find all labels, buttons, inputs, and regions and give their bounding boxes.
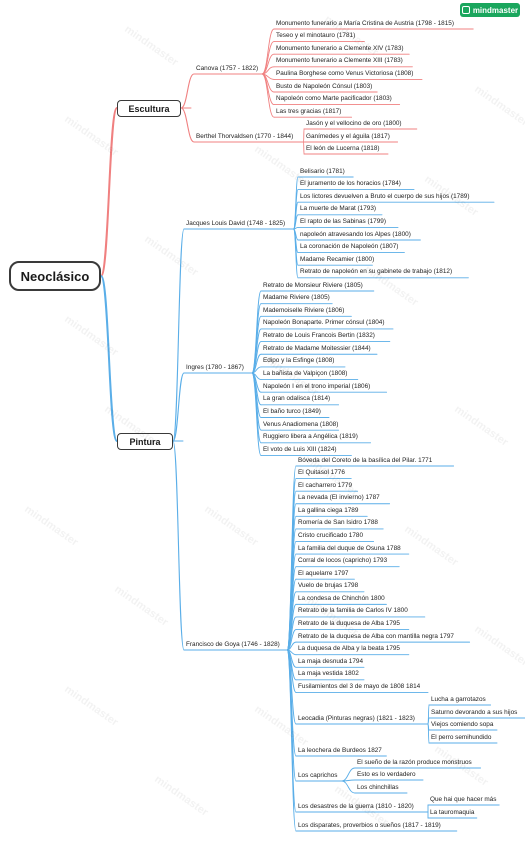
canova-item-link (261, 73, 275, 118)
subtopic-leocadia[interactable]: Leocadia (Pinturas negras) (1821 - 1823) (298, 714, 415, 722)
subtopic-david[interactable]: Jacques Louis David (1748 - 1825) (186, 219, 286, 227)
subtopic-ingres[interactable]: Ingres (1780 - 1867) (186, 363, 244, 371)
ingres-item-napoleon-bonaparte-primer-consul-1804[interactable]: Napoleón Bonaparte. Primer cónsul (1804) (263, 319, 385, 327)
link-escultura-canova (180, 73, 195, 109)
leocadia-item-saturno-devorando-a-sus-hijos[interactable]: Saturno devorando a sus hijos (431, 708, 518, 716)
canova-item-napoleon-como-marte-pacificador-1803[interactable]: Napoleón como Marte pacificador (1803) (276, 95, 392, 103)
goya-item-retrato-de-la-duquesa-de-alba-con-mantil[interactable]: Retrato de la duquesa de Alba con mantil… (298, 632, 454, 640)
goya-item-la-maja-desnuda-1794[interactable]: La maja desnuda 1794 (298, 657, 364, 665)
goya-item-retrato-de-la-familia-de-carlos-iv-1800[interactable]: Retrato de la familia de Carlos IV 1800 (298, 607, 408, 615)
canova-item-monumento-funerario-a-clemente-xiii-1783[interactable]: Monumento funerario a Clemente XIII (178… (276, 57, 403, 65)
ingres-item-ruggiero-libera-a-angelica-1819[interactable]: Ruggiero libera a Angélica (1819) (263, 433, 358, 441)
goya-item-fusilamientos-del-3-de-mayo-de-1808-1814[interactable]: Fusilamientos del 3 de mayo de 1808 1814 (298, 682, 421, 690)
goya-item-la-maja-vestida-1802[interactable]: La maja vestida 1802 (298, 670, 359, 678)
david-item-napoleon-atravesando-los-alpes-1800[interactable]: napoleón atravesando los Alpes (1800) (300, 230, 411, 238)
canova-item-link (261, 73, 275, 106)
ingres-item-retrato-de-louis-francois-bertin-1832[interactable]: Retrato de Louis Francois Bertin (1832) (263, 332, 375, 340)
david-item-belisario-1781[interactable]: Belisario (1781) (300, 167, 345, 175)
ingres-item-retrato-de-madame-moitessier-1844[interactable]: Retrato de Madame Moitessier (1844) (263, 344, 371, 352)
canova-item-paulina-borghese-como-venus-victoriosa-1[interactable]: Paulina Borghese como Venus Victoriosa (… (276, 69, 414, 77)
ingres-item-el-bano-turco-1849[interactable]: El baño turco (1849) (263, 408, 321, 415)
ingres-item-mademoiselle-riviere-1806[interactable]: Mademoiselle Riviere (1806) (263, 306, 345, 314)
ingres-item-edipo-y-la-esfinge-1808[interactable]: Edipo y la Esfinge (1808) (263, 357, 335, 365)
goya-item-la-condesa-de-chinchon-1800[interactable]: La condesa de Chinchón 1800 (298, 594, 385, 602)
mindmaster-logo-icon (461, 6, 470, 14)
ingres-item-madame-riviere-1805[interactable]: Madame Riviere (1805) (263, 294, 330, 302)
ingres-item-la-banista-de-valpicon-1808[interactable]: La bañista de Valpiçon (1808) (263, 370, 348, 378)
david-item-la-muerte-de-marat-1793[interactable]: La muerte de Marat (1793) (300, 205, 377, 213)
goya-item-romeria-de-san-isidro-1788[interactable]: Romería de San Isidro 1788 (298, 519, 378, 527)
subtopic-desastres[interactable]: Los desastres de la guerra (1810 - 1820) (298, 802, 414, 810)
canova-item-busto-de-napoleon-consul-1803[interactable]: Busto de Napoleón Cónsul (1803) (276, 82, 373, 90)
david-item-la-coronacion-de-napoleon-1807[interactable]: La coronación de Napoleón (1807) (300, 243, 399, 251)
goya-item-disparates-link (286, 649, 297, 832)
canova-item-link (261, 41, 275, 75)
ingres-item-el-voto-de-luis-xiii-1824[interactable]: El voto de Luis XIII (1824) (263, 445, 337, 453)
caprichos-item-link (341, 767, 356, 782)
goya-item-vuelo-de-brujas-1798[interactable]: Vuelo de brujas 1798 (298, 582, 359, 590)
ingres-item-retrato-de-monsieur-riviere-1805[interactable]: Retrato de Monsieur Riviere (1805) (263, 281, 363, 289)
subtopic-goya[interactable]: Francisco de Goya (1746 - 1828) (186, 640, 280, 648)
david-item-retrato-de-napoleon-en-su-gabinete-de-tr[interactable]: Retrato de napoleón en su gabinete de tr… (300, 268, 453, 276)
root-topic[interactable]: Neoclásico (9, 261, 101, 291)
david-item-el-rapto-de-las-sabinas-1799[interactable]: El rapto de las Sabinas (1799) (300, 217, 386, 225)
leocadia-item-link (427, 723, 430, 744)
topic-escultura[interactable]: Escultura (117, 100, 181, 117)
caprichos-item-link (341, 780, 356, 794)
brand-label: mindmaster (472, 5, 519, 15)
david-item-el-juramento-de-los-horacios-1784[interactable]: El juramento de los horacios (1784) (300, 180, 401, 188)
caprichos-item-los-chinchillas[interactable]: Los chinchillas (357, 783, 399, 791)
canova-item-monumento-funerario-a-clemente-xiv-1783[interactable]: Monumento funerario a Clemente XIV (1783… (276, 44, 404, 52)
canova-item-monumento-funerario-a-maria-cristina-de-[interactable]: Monumento funerario a María Cristina de … (276, 19, 454, 27)
david-item-madame-recamier-1800[interactable]: Madame Recamier (1800) (300, 255, 375, 263)
ingres-item-la-gran-odalisca-1814[interactable]: La gran odalisca (1814) (263, 395, 331, 403)
subtopic-thorvaldsen[interactable]: Berthel Thorvaldsen (1770 - 1844) (196, 132, 294, 140)
mindmaster-badge: mindmaster (460, 3, 520, 17)
goya-item-la-familia-del-duque-de-osuna-1788[interactable]: La familia del duque de Osuna 1788 (298, 544, 401, 552)
caprichos-item-esto-es-lo-verdadero[interactable]: Esto es lo verdadero (357, 770, 416, 778)
goya-item-disparates[interactable]: Los disparates, proverbios o sueños (181… (298, 821, 441, 829)
link-pintura-ingres (172, 372, 185, 442)
subtopic-canova[interactable]: Canova (1757 - 1822) (196, 64, 259, 72)
link-pintura-david (172, 228, 185, 442)
ingres-item-venus-anadiomena-1808[interactable]: Venus Anadiomena (1808) (263, 420, 339, 428)
leocadia-item-lucha-a-garrotazos[interactable]: Lucha a garrotazos (431, 695, 486, 703)
leocadia-item-viejos-comiendo-sopa[interactable]: Viejos comiendo sopa (431, 720, 494, 728)
subtopic-caprichos[interactable]: Los caprichos (298, 771, 338, 779)
canova-item-teseo-y-el-minotauro-1781[interactable]: Teseo y el minotauro (1781) (276, 32, 356, 40)
thorvaldsen-item-el-leon-de-lucerna-1818[interactable]: El león de Lucerna (1818) (306, 144, 380, 152)
thorvaldsen-item-jason-y-el-vellocino-de-oro-1800[interactable]: Jasón y el vellocino de oro (1800) (306, 119, 402, 127)
goya-item-el-cacharrero-1779[interactable]: El cacharrero 1779 (298, 481, 352, 489)
goya-item-retrato-de-la-duquesa-de-alba-1795[interactable]: Retrato de la duquesa de Alba 1795 (298, 620, 400, 628)
goya-item-el-quitasol-1776[interactable]: El Quitasol 1776 (298, 469, 345, 477)
goya-item-corral-de-locos-capricho-1793[interactable]: Corral de locos (capricho) 1793 (298, 557, 388, 565)
link-pintura-goya (172, 440, 185, 651)
goya-item-la-nevada-el-invierno-1787[interactable]: La nevada (El invierno) 1787 (298, 494, 380, 502)
goya-item-leochera[interactable]: La leochera de Burdeos 1827 (298, 746, 382, 754)
david-item-los-lictores-devuelven-a-bruto-el-cuerpo[interactable]: Los lictores devuelven a Bruto el cuerpo… (300, 192, 470, 200)
goya-item-el-aquelarre-1797[interactable]: El aquelarre 1797 (298, 569, 349, 577)
ingres-item-napoleon-i-en-el-trono-imperial-1806[interactable]: Napoleón I en el trono imperial (1806) (263, 382, 371, 390)
canova-item-las-tres-gracias-1817[interactable]: Las tres gracias (1817) (276, 107, 342, 115)
link-root-escultura (100, 107, 118, 277)
caprichos-item-el-sueno-de-la-razon-produce-monstruos[interactable]: El sueño de la razón produce monstruos (357, 758, 472, 766)
link-escultura-thorvaldsen (180, 107, 195, 143)
thorvaldsen-item-ganimedes-y-el-aguila-1817[interactable]: Ganímedes y el águila (1817) (306, 132, 390, 140)
goya-item-cristo-crucificado-1780[interactable]: Cristo crucificado 1780 (298, 531, 364, 539)
goya-item-la-gallina-ciega-1789[interactable]: La gallina ciega 1789 (298, 506, 359, 514)
goya-item-boveda-del-coreto-de-la-basilica-del-pil[interactable]: Bóveda del Coreto de la basílica del Pil… (298, 456, 433, 464)
goya-item-la-duquesa-de-alba-y-la-beata-1795[interactable]: La duquesa de Alba y la beata 1795 (298, 645, 400, 653)
link-root-pintura (100, 275, 118, 442)
david-item-link (293, 228, 299, 279)
desastres-item-la-tauromaquia[interactable]: La tauromaquia (430, 808, 475, 816)
desastres-item-que-hai-que-hacer-mas[interactable]: Que hai que hacer más (430, 795, 497, 803)
ingres-item-link (251, 372, 262, 456)
topic-pintura[interactable]: Pintura (117, 433, 173, 450)
leocadia-item-el-perro-semihundido[interactable]: El perro semihundido (431, 733, 492, 741)
